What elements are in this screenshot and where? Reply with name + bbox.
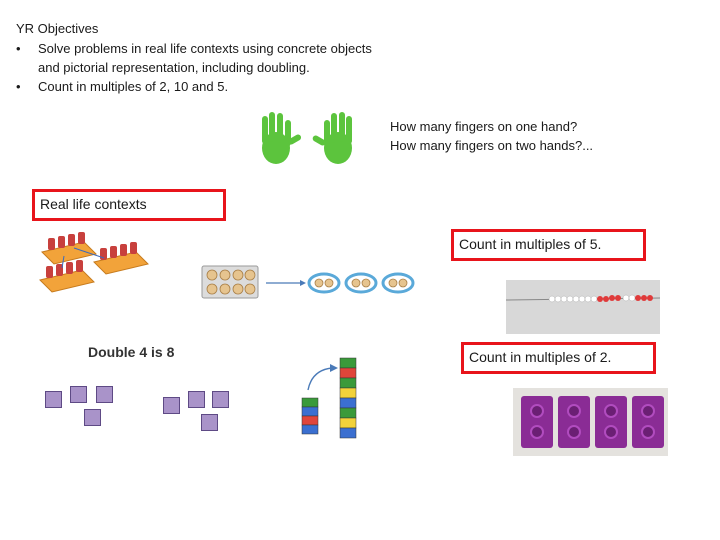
trays-of-cans-image [39,232,149,293]
objective-1-line-2: and pictorial representation, including … [38,60,310,75]
purple-square [70,386,87,403]
green-handprints-image [262,112,352,164]
purple-square [212,391,229,408]
objective-1-line-1: Solve problems in real life contexts usi… [38,41,372,56]
purple-square [163,397,180,414]
double-4-label: Double 4 is 8 [88,344,175,360]
purple-square [45,391,62,408]
bead-string-image [506,280,660,334]
fingers-question-1: How many fingers on one hand? [390,119,578,134]
objectives-heading: YR Objectives [16,21,99,36]
purple-square [201,414,218,431]
real-life-contexts-box: Real life contexts [32,189,226,221]
fingers-question-2: How many fingers on two hands?... [390,138,594,153]
multiples-of-2-box: Count in multiples of 2. [461,342,656,374]
purple-cube [595,396,627,448]
bullet-marker: • [16,79,21,94]
cube-towers-image [301,357,357,439]
objective-item-2: • Count in multiples of 2, 10 and 5. [16,78,228,95]
purple-cube [558,396,590,448]
purple-square [84,409,101,426]
purple-cube [521,396,553,448]
objective-item-1: • Solve problems in real life contexts us… [16,40,372,57]
purple-square [188,391,205,408]
multiples-of-5-box: Count in multiples of 5. [451,229,646,261]
bullet-marker: • [16,41,21,56]
cookies-doubling-image [201,265,415,299]
purple-square [96,386,113,403]
objective-2-text: Count in multiples of 2, 10 and 5. [38,79,229,94]
purple-cube [632,396,664,448]
purple-cubes-photo [513,388,668,456]
